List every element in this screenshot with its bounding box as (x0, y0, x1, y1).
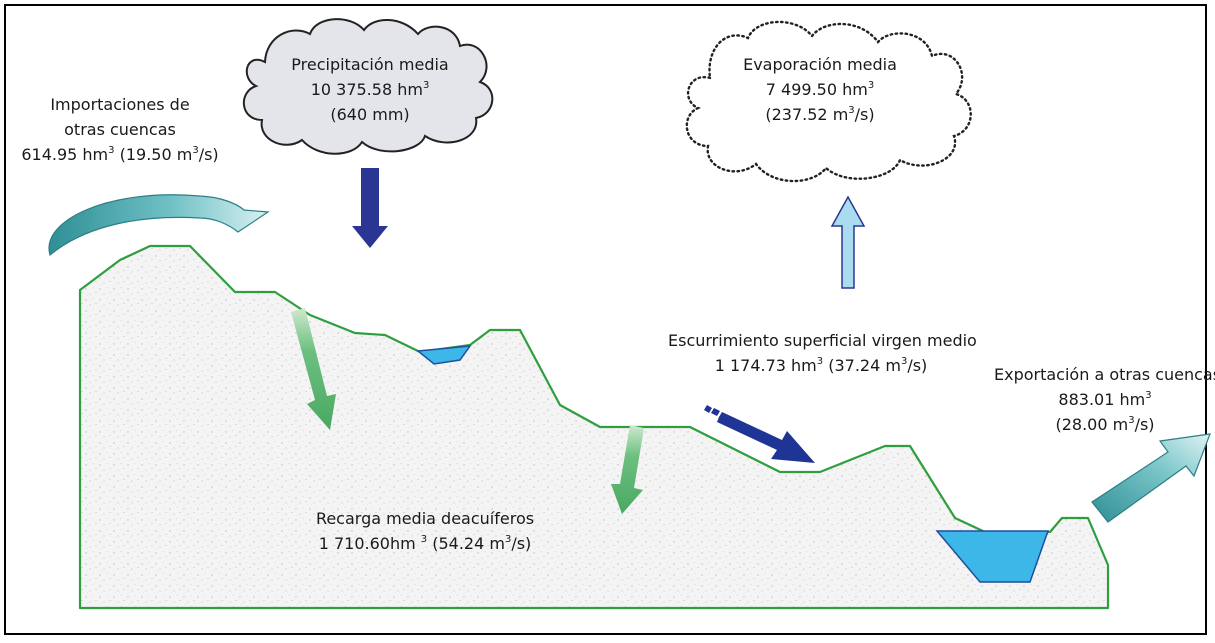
diagram-frame (4, 4, 1207, 635)
imports-label: Importaciones de otras cuencas 614.95 hm… (6, 92, 234, 167)
upper-lake (416, 345, 472, 365)
evaporation-flow: (237.52 m3/s) (765, 105, 875, 124)
recharge-arrow-right (611, 425, 644, 514)
recharge-value: 1 710.60hm 3 (54.24 m3/s) (318, 534, 532, 553)
precipitation-label: Precipitación media 10 375.58 hm3 (640 m… (285, 52, 455, 127)
exports-label: Exportación a otras cuencas 883.01 hm3 (… (994, 362, 1215, 437)
imports-value: 614.95 hm3 (19.50 m3/s) (21, 145, 219, 164)
recharge-arrow-left (291, 308, 336, 430)
runoff-arrow (704, 405, 815, 463)
recharge-label: Recarga media deacuíferos 1 710.60hm 3 (… (300, 506, 550, 556)
terrain-profile (78, 244, 1110, 610)
imports-line2: otras cuencas (64, 120, 176, 139)
runoff-label: Escurrimiento superficial virgen medio 1… (668, 328, 977, 378)
evaporation-title: Evaporación media (743, 55, 897, 74)
import-curved-arrow (48, 194, 270, 257)
precipitation-title: Precipitación media (291, 55, 449, 74)
imports-line1: Importaciones de (50, 95, 190, 114)
exports-volume: 883.01 hm3 (1058, 390, 1152, 409)
evaporation-label: Evaporación media 7 499.50 hm3 (237.52 m… (735, 52, 905, 127)
lower-lake (935, 530, 1050, 583)
export-arrow (1091, 433, 1211, 523)
evaporation-arrow (830, 195, 866, 289)
runoff-title: Escurrimiento superficial virgen medio (668, 331, 977, 350)
exports-title: Exportación a otras cuencas (994, 365, 1215, 384)
recharge-title: Recarga media deacuíferos (315, 509, 535, 528)
evaporation-volume: 7 499.50 hm3 (765, 80, 875, 99)
precipitation-cloud (242, 18, 494, 155)
exports-flow: (28.00 m3/s) (1055, 415, 1155, 434)
precipitation-depth: (640 mm) (330, 105, 410, 124)
precipitation-volume: 10 375.58 hm3 (310, 80, 430, 99)
evaporation-cloud (685, 20, 972, 183)
precipitation-arrow (352, 168, 388, 248)
runoff-value: 1 174.73 hm3 (37.24 m3/s) (714, 356, 928, 375)
